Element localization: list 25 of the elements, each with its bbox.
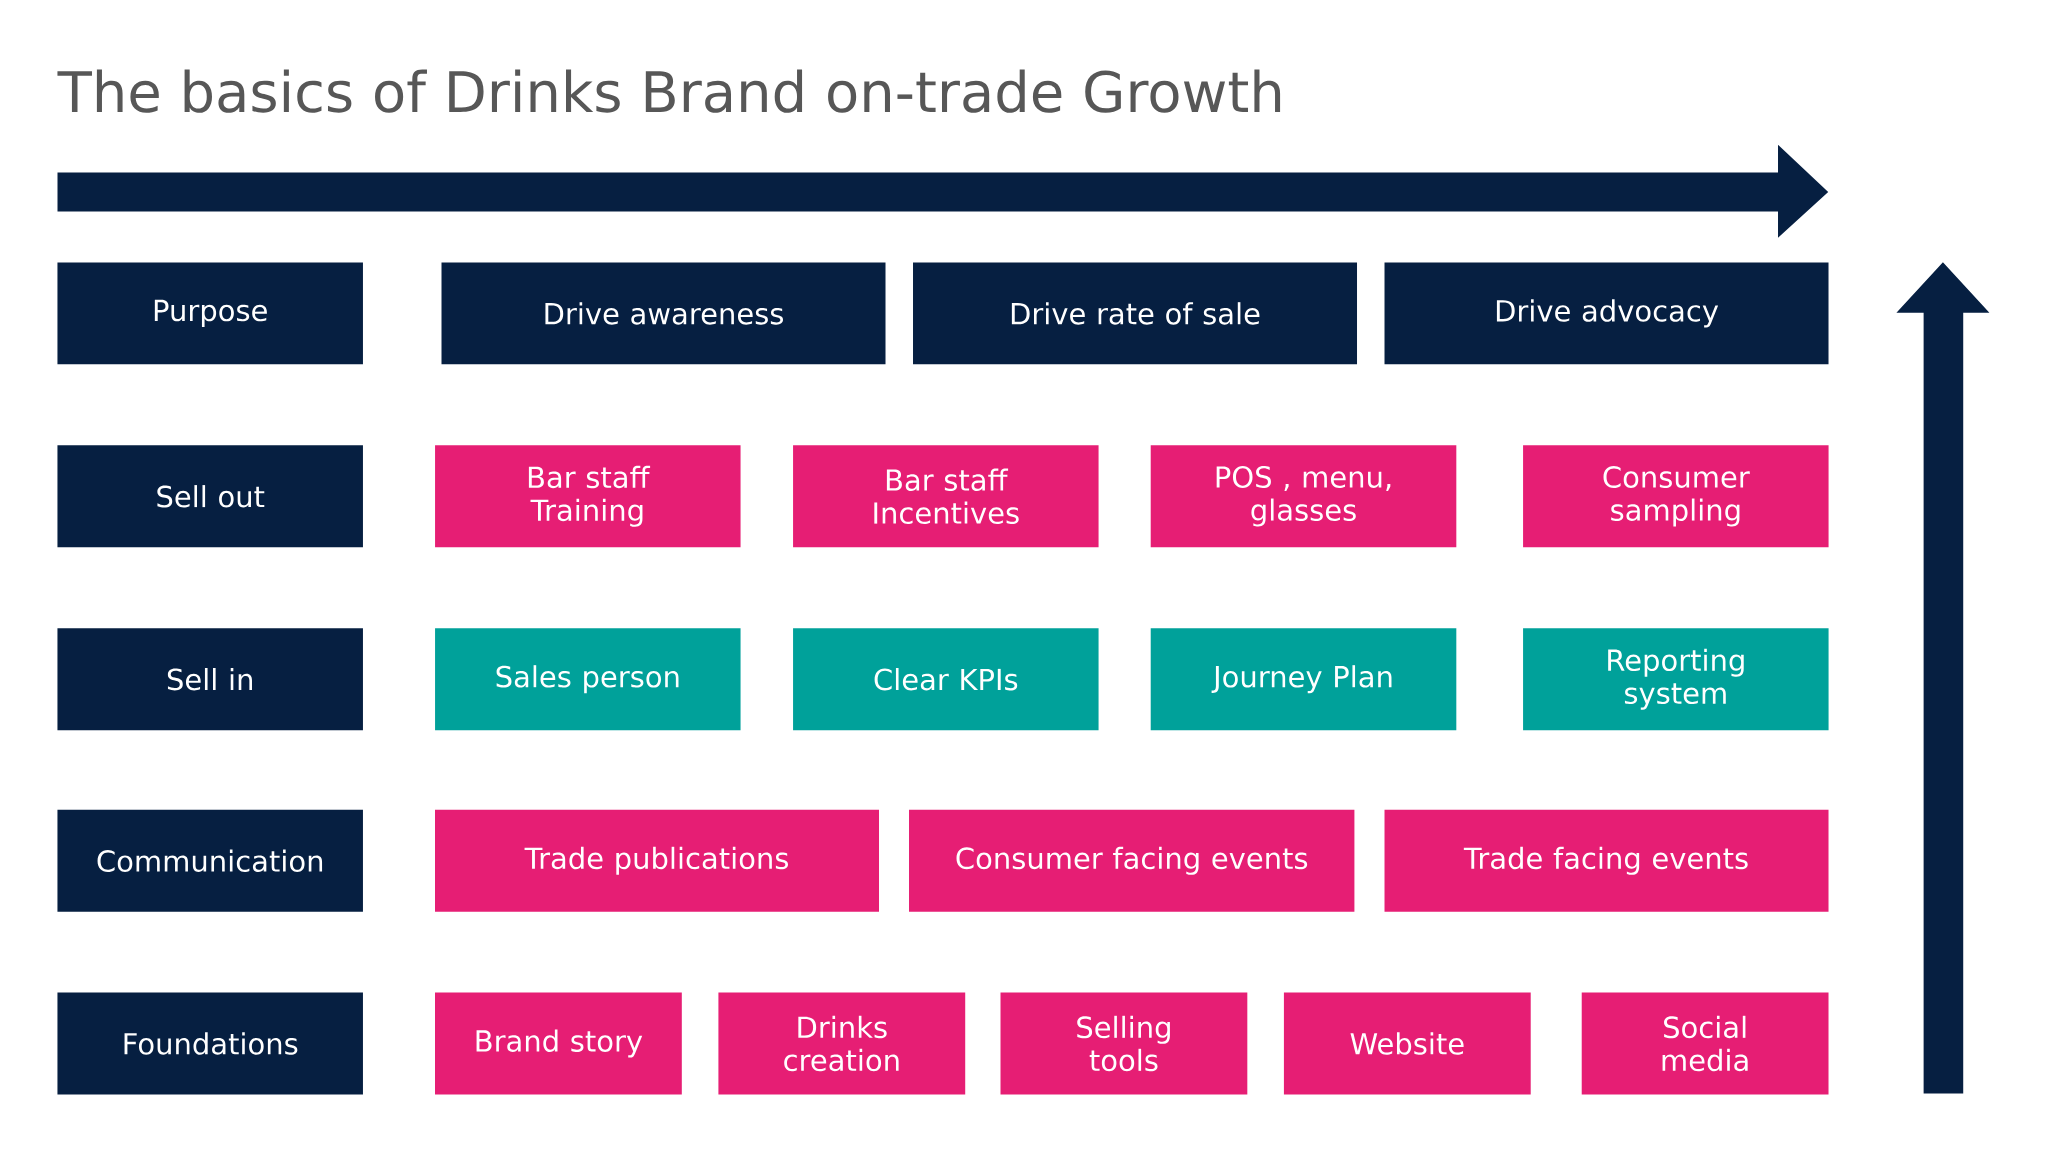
item-box: Clear KPIs xyxy=(793,628,1099,731)
item-box: Brand story xyxy=(435,992,682,1095)
row-label-box: Sell in xyxy=(57,628,363,731)
item-box: Website xyxy=(1283,992,1531,1095)
item-box: Bar staff Training xyxy=(435,445,741,548)
item-box: Journey Plan xyxy=(1150,628,1457,731)
title: The basics of Drinks Brand on-trade Growth xyxy=(57,69,1281,113)
row-label-box: Sell out xyxy=(57,445,363,548)
item-box: Reporting system xyxy=(1523,628,1829,731)
row-label-box: Purpose xyxy=(57,262,363,365)
item-box: POS , menu, glasses xyxy=(1150,445,1457,548)
item-box: Drive awareness xyxy=(441,262,886,365)
row-label-box: Communication xyxy=(57,809,363,912)
item-box: Sales person xyxy=(435,628,741,731)
item-box: Social media xyxy=(1581,992,1829,1095)
item-box: Trade publications xyxy=(435,809,879,912)
item-box: Consumer facing events xyxy=(909,809,1355,912)
item-box: Selling tools xyxy=(1000,992,1248,1095)
item-box: Trade facing events xyxy=(1384,809,1829,912)
item-box: Drinks creation xyxy=(718,992,966,1095)
item-box: Consumer sampling xyxy=(1523,445,1829,548)
item-box: Bar staff Incentives xyxy=(793,445,1099,548)
item-box: Drive rate of sale xyxy=(913,262,1357,365)
row-label-box: Foundations xyxy=(57,992,363,1095)
item-box: Drive advocacy xyxy=(1384,262,1829,365)
